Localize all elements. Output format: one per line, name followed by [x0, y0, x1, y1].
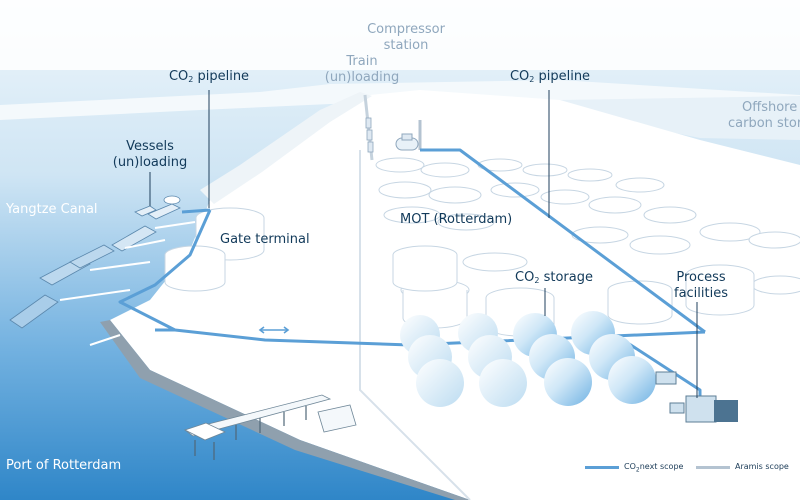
legend-co2next-scope: CO2next scope	[624, 462, 684, 474]
legend-co2next-swatch	[585, 466, 619, 469]
offshore-land	[560, 96, 800, 140]
legend-aramis-swatch	[696, 466, 730, 469]
label-yangtze-canal: Yangtze Canal	[6, 202, 98, 217]
sky-haze	[0, 0, 800, 70]
gate-terminal-tanks	[164, 207, 265, 292]
main-jetty	[183, 394, 357, 460]
label-train-unloading: Train (un)loading	[324, 54, 400, 85]
label-mot-rotterdam: MOT (Rotterdam)	[400, 212, 513, 227]
label-co2-pipeline-right: CO2 pipeline	[509, 69, 591, 84]
label-process-facilities: Process facilities	[673, 270, 729, 301]
label-compressor-station: Compressor station	[367, 22, 445, 53]
train	[365, 117, 374, 153]
vessel-jetties	[59, 221, 196, 346]
terminal-road	[359, 150, 471, 500]
legend-aramis-scope: Aramis scope	[735, 462, 789, 471]
co2-storage-spheres	[400, 311, 656, 407]
vessels	[9, 195, 181, 329]
label-port-of-rotterdam: Port of Rotterdam	[6, 458, 122, 473]
leader-lines	[149, 90, 698, 398]
label-co2-storage: CO2 storage	[515, 270, 593, 285]
label-offshore-carbon-storage: Offshore carbon storage	[728, 100, 800, 131]
label-vessels-unloading: Vessels (un)loading	[112, 139, 188, 170]
bidirectional-arrow	[258, 326, 290, 334]
co2next-pipeline	[118, 148, 706, 410]
mot-tank-bodies	[392, 255, 755, 337]
label-co2-pipeline-left: CO2 pipeline	[168, 69, 250, 84]
compressor-station	[395, 133, 419, 151]
process-facilities-buildings	[655, 371, 738, 423]
label-gate-terminal: Gate terminal	[220, 232, 310, 247]
canal-bank	[200, 92, 372, 204]
